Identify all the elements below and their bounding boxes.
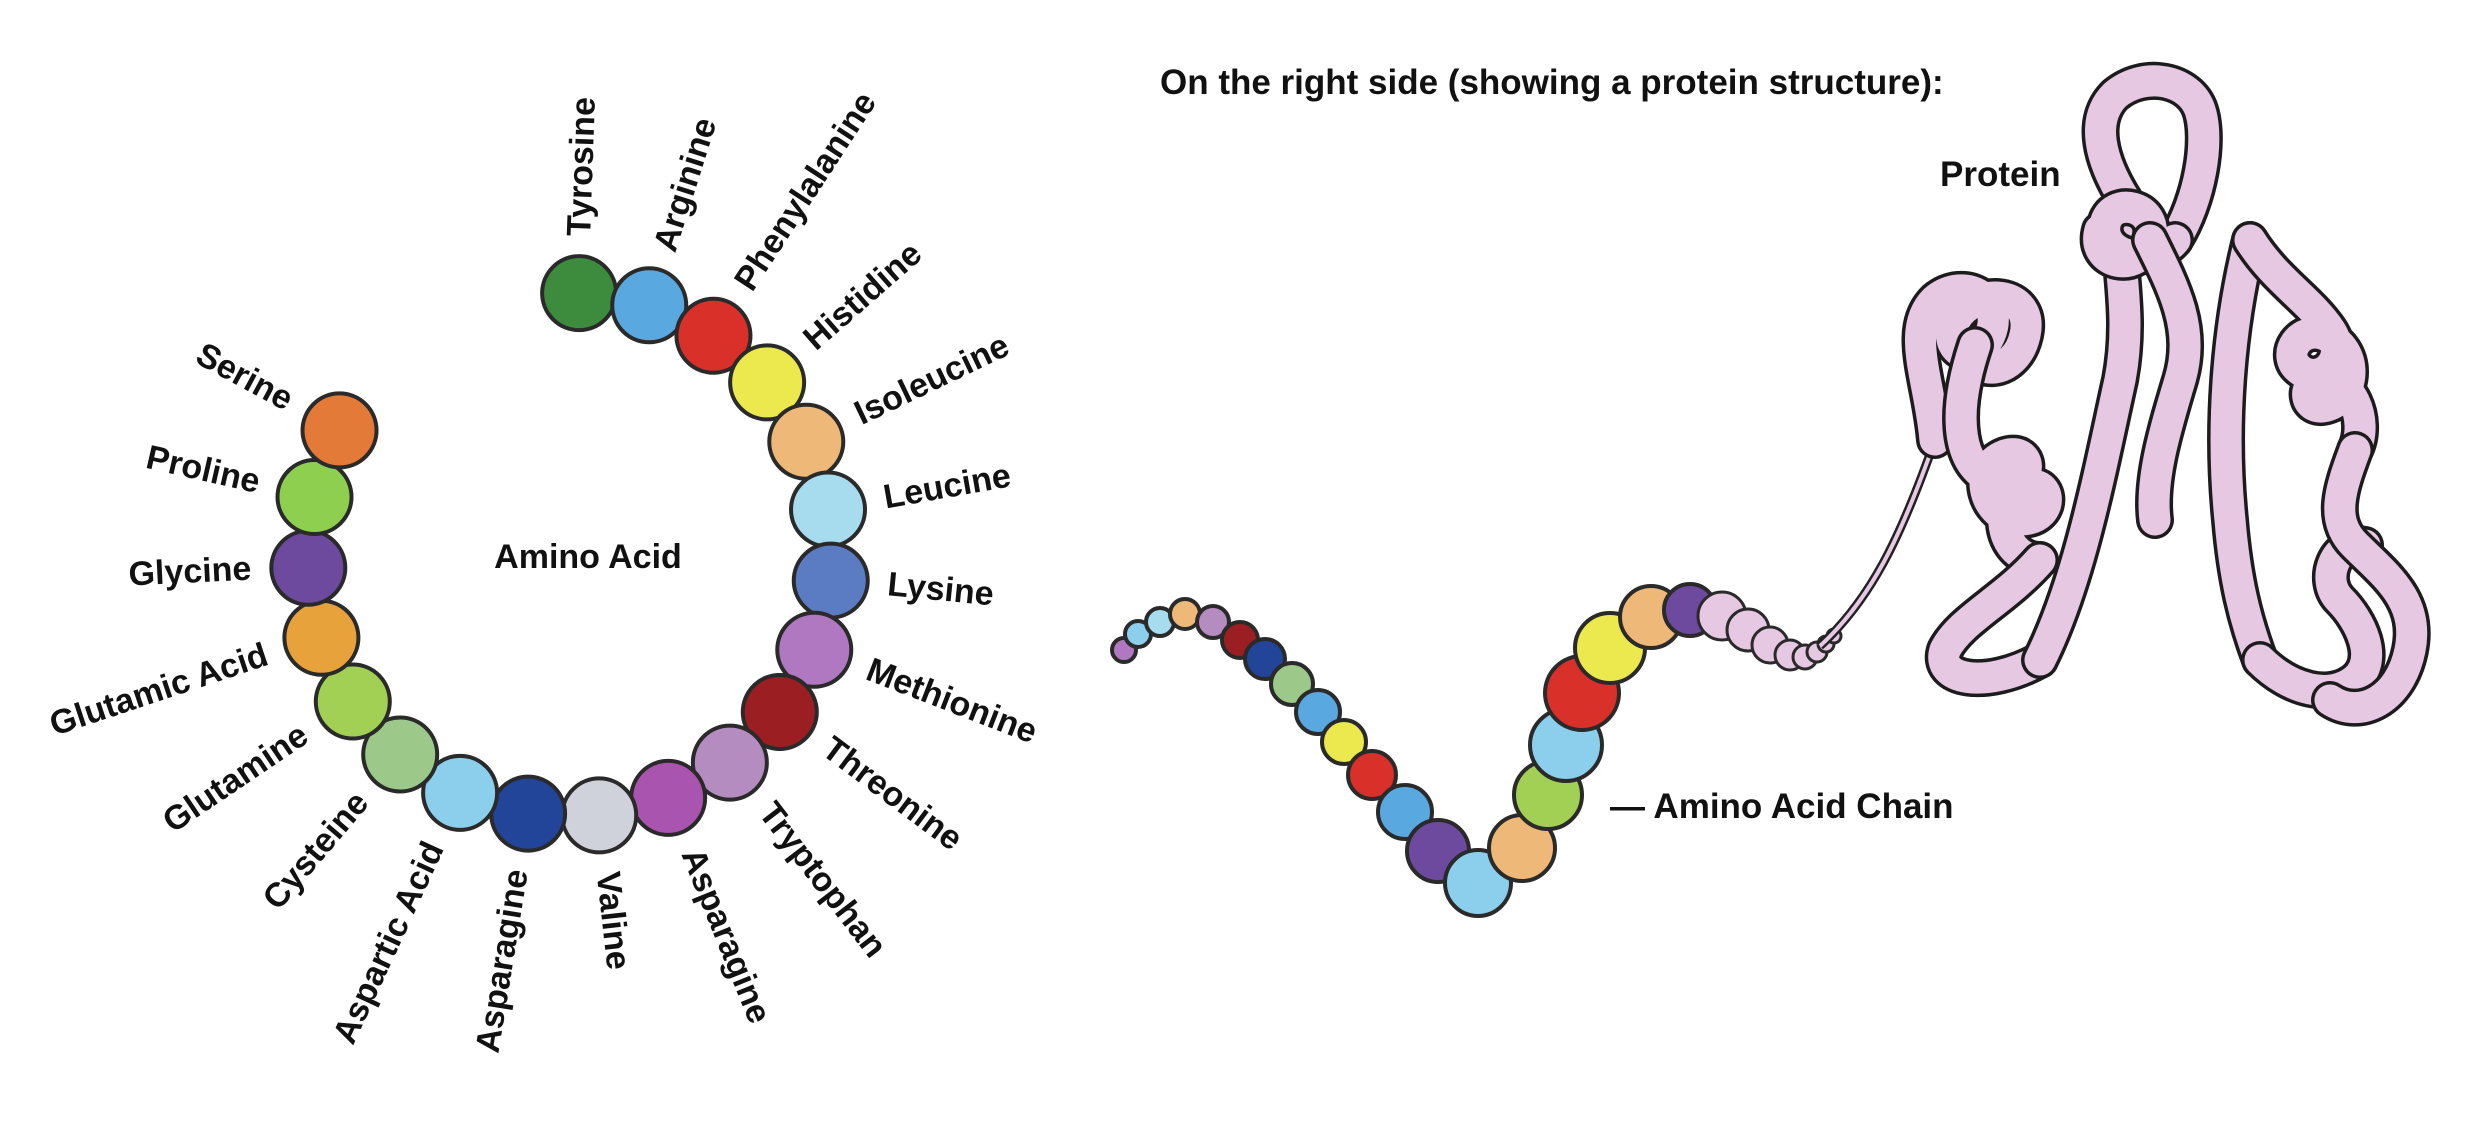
amino-acid-bead: [690, 723, 769, 802]
amino-acid-label: Valine: [589, 870, 638, 972]
chain-taper: [1696, 590, 1843, 672]
amino-acid-asparagine-10: Asparagine: [629, 758, 779, 1029]
amino-acid-chain-label: — Amino Acid Chain: [1610, 787, 1954, 826]
amino-acid-bead: [489, 774, 568, 853]
protein-ribbon-segment: [1928, 544, 2056, 694]
amino-acid-bead: [767, 402, 846, 481]
amino-acid-label: Leucine: [881, 457, 1014, 517]
amino-acid-bead: [610, 266, 689, 345]
protein-ribbon-segment: [2314, 434, 2428, 724]
chain-connector-strand-inner: [1818, 439, 1937, 648]
chain-bead: [1294, 688, 1342, 736]
amino-acid-bead: [789, 470, 868, 549]
amino-acid-bead: [674, 296, 753, 375]
amino-acid-label: Methionine: [861, 651, 1042, 751]
amino-acid-label: Cysteine: [255, 784, 376, 917]
amino-acid-glutamic-acid-16: Glutamic Acid: [45, 598, 361, 744]
protein-ribbon-segment: [2083, 191, 2191, 278]
amino-acid-label: Lysine: [886, 565, 996, 613]
protein-ribbon-segment: [1945, 329, 2062, 576]
amino-acid-label: Asparagine: [674, 843, 779, 1029]
chain-bead: [1320, 718, 1368, 766]
amino-acid-label: Aspartic Acid: [326, 836, 452, 1050]
amino-acid-isoleucine-4: Isoleucine: [767, 326, 1015, 481]
amino-acid-label: Tryptophan: [751, 795, 894, 965]
header-text: On the right side (showing a protein str…: [1160, 63, 1944, 102]
amino-acid-bead: [300, 391, 379, 470]
amino-acid-bead: [313, 662, 392, 741]
amino-acid-bead: [421, 753, 500, 832]
amino-acid-label: Isoleucine: [849, 326, 1015, 432]
amino-acid-label: Histidine: [796, 234, 929, 357]
protein-ribbon-segment: [2085, 65, 2220, 256]
protein-ribbon-segment: [2210, 224, 2276, 676]
amino-acid-tyrosine-0: Tyrosine: [540, 96, 619, 333]
amino-acid-label: Glutamine: [156, 716, 315, 840]
amino-acid-label: Glycine: [128, 550, 253, 594]
amino-acid-methionine-7: Methionine: [775, 610, 1042, 751]
amino-acid-label: Asparagine: [469, 867, 536, 1056]
amino-acid-valine-11: Valine: [560, 776, 639, 972]
amino-acid-bead: [560, 776, 639, 855]
amino-acid-bead: [775, 610, 854, 689]
protein-label: Protein: [1940, 155, 2061, 194]
chain-bead: [1346, 749, 1398, 801]
amino-acid-bead: [275, 457, 354, 536]
amino-acid-glycine-17: Glycine: [128, 528, 348, 607]
amino-acid-label: Glutamic Acid: [45, 636, 273, 744]
amino-acid-label: Tyrosine: [560, 96, 603, 236]
protein-ribbon-segment: [2134, 224, 2201, 536]
amino-acid-bead: [740, 672, 819, 751]
amino-acid-center-label: Amino Acid: [494, 538, 682, 576]
amino-acid-label: Arginine: [646, 113, 724, 256]
amino-acid-bead: [282, 598, 361, 677]
chain-connector-strand: [1816, 438, 1940, 650]
amino-acid-label: Phenylalanine: [727, 85, 884, 297]
amino-acid-chain: [1110, 582, 1718, 918]
amino-acid-lysine-6: Lysine: [791, 541, 996, 620]
amino-acid-bead: [791, 541, 870, 620]
amino-acid-bead: [629, 758, 708, 837]
amino-acid-bead: [361, 715, 440, 794]
amino-acid-bead: [269, 528, 348, 607]
amino-acid-serine-19: Serine: [190, 335, 379, 470]
protein-ribbon-segment: [2244, 529, 2383, 706]
protein-ribbon-segment: [2234, 224, 2376, 466]
amino-acid-label: Proline: [143, 438, 264, 501]
amino-acid-label: Serine: [190, 335, 300, 418]
protein-structure: [1901, 61, 2431, 727]
amino-acid-bead: [540, 254, 619, 333]
chain-bead: [1195, 604, 1231, 640]
amino-acid-label: Threonine: [815, 729, 969, 858]
amino-acid-bead: [728, 343, 807, 422]
